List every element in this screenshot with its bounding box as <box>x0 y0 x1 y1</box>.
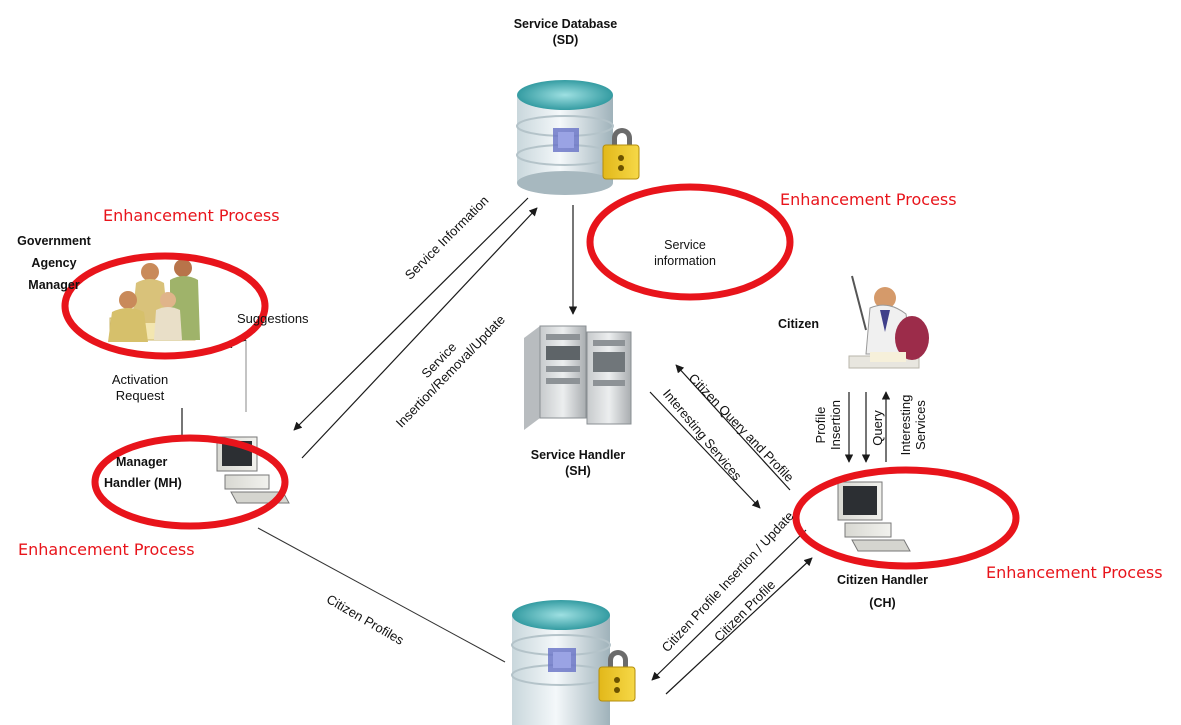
enhancement-process-label-manager-handler: Enhancement Process <box>18 540 195 559</box>
service-database-name: Service Database <box>513 17 618 31</box>
citizen-handler-label: Citizen Handler (CH) <box>820 572 945 611</box>
manager-handler-line1: Manager <box>116 455 168 469</box>
citizen-profiles-database-icon <box>511 600 636 725</box>
citizen-label: Citizen <box>778 317 819 331</box>
arrow-interesting-services <box>649 391 761 509</box>
highlight-ellipse-service-information <box>586 183 794 301</box>
citizen-handler-abbr: (CH) <box>869 596 896 610</box>
service-handler-name: Service Handler <box>530 448 626 462</box>
service-database-label: Service Database (SD) <box>498 16 633 48</box>
government-agency-manager-illustration <box>108 259 200 342</box>
service-handler-server-icon <box>524 325 632 430</box>
line-citizen-profiles <box>257 527 506 663</box>
profile-insertion-line1: Profile <box>813 406 828 444</box>
activation-request-edge-label: Activation Request <box>100 372 180 404</box>
highlight-ellipse-manager <box>61 252 269 360</box>
service-handler-abbr: (SH) <box>565 464 591 478</box>
government-label-line2: Agency <box>31 256 77 270</box>
arrow-service-insertion <box>301 207 538 459</box>
service-information-note: Service information <box>640 237 730 269</box>
service-database-icon <box>516 80 640 195</box>
interesting-services-vertical-edge-label: Interesting Services <box>898 382 928 468</box>
service-information-note-line1: Service <box>664 238 706 252</box>
profile-insertion-edge-label: Profile Insertion <box>813 387 843 463</box>
arrow-citizen-profile-insertion <box>651 529 807 681</box>
arrow-citizen-query <box>675 364 791 491</box>
government-label-line3: Manager <box>28 278 80 292</box>
citizen-handler-computer-icon <box>837 481 911 552</box>
government-agency-manager-label: Government Agency Manager <box>0 230 108 296</box>
highlight-ellipse-citizen-handler <box>792 466 1020 570</box>
manager-handler-line2: Handler (MH) <box>104 476 182 490</box>
suggestions-edge-label: Suggestions <box>237 311 309 326</box>
enhancement-process-label-citizen-handler: Enhancement Process <box>986 563 1163 582</box>
interesting-services-v-line1: Interesting <box>898 394 913 456</box>
enhancement-process-label-service-info: Enhancement Process <box>780 190 957 209</box>
citizen-illustration <box>848 275 929 369</box>
service-database-abbr: (SD) <box>552 33 579 47</box>
government-label-line1: Government <box>17 234 91 248</box>
manager-handler-label: Manager Handler (MH) <box>104 454 182 491</box>
activation-line2: Request <box>115 388 165 403</box>
activation-line1: Activation <box>111 372 169 387</box>
service-information-note-line2: information <box>654 254 716 268</box>
enhancement-process-label-manager: Enhancement Process <box>103 206 280 225</box>
query-edge-label: Query <box>870 410 885 446</box>
citizen-handler-name: Citizen Handler <box>837 573 928 587</box>
highlight-ellipse-manager-handler <box>91 434 289 530</box>
arrow-service-information <box>293 197 529 431</box>
profile-insertion-line2: Insertion <box>828 400 843 450</box>
service-handler-label: Service Handler (SH) <box>508 447 648 479</box>
interesting-services-v-line2: Services <box>913 400 928 450</box>
arrow-citizen-profile <box>665 557 813 695</box>
